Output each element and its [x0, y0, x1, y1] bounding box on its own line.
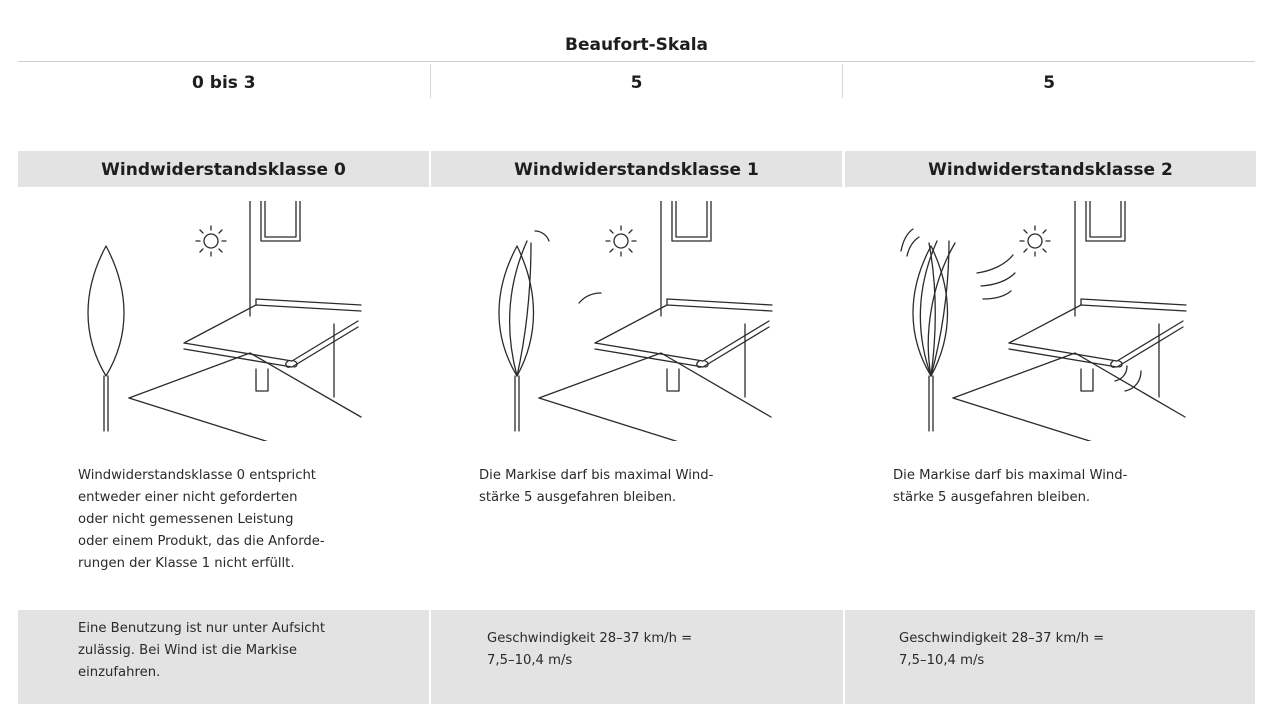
awning-icon	[1008, 298, 1187, 392]
speed-note-class-2: Geschwindigkeit 28–37 km/h = 7,5–10,4 m/…	[845, 610, 1255, 704]
awning-tree-strong-wind-illustration	[900, 201, 1187, 441]
wind-class-header: Windwiderstandsklasse 0	[18, 151, 429, 187]
wind-class-column-1: Windwiderstandsklasse 1	[431, 151, 842, 623]
beaufort-scale-title: Beaufort-Skala	[18, 28, 1255, 62]
beaufort-value-class-1: 5	[429, 64, 843, 98]
wind-class-description: Die Markise darf bis maximal Wind- stärk…	[479, 468, 714, 505]
wall-and-floor	[128, 201, 362, 441]
usage-note-class-0: Eine Benutzung ist nur unter Aufsicht zu…	[18, 610, 429, 704]
window-icon	[1085, 201, 1126, 242]
wind-gust-icon	[534, 230, 602, 304]
wall-and-floor	[952, 201, 1186, 441]
tree-swaying-strong-icon	[912, 240, 956, 432]
sun-icon	[1019, 225, 1051, 257]
speed-note-class-1: Geschwindigkeit 28–37 km/h = 7,5–10,4 m/…	[431, 610, 843, 704]
wind-gust-icon	[900, 228, 1142, 392]
wind-class-description: Die Markise darf bis maximal Wind- stärk…	[893, 468, 1128, 505]
wind-class-header: Windwiderstandsklasse 2	[845, 151, 1256, 187]
awning-icon	[183, 298, 362, 392]
sun-icon	[195, 225, 227, 257]
tree-icon	[87, 245, 125, 432]
wind-class-header: Windwiderstandsklasse 1	[431, 151, 842, 187]
wall-and-floor	[538, 201, 772, 441]
wind-class-column-2: Windwiderstandsklasse 2	[845, 151, 1256, 623]
awning-icon	[594, 298, 773, 392]
beaufort-value-class-2: 5	[842, 64, 1255, 98]
window-icon	[260, 201, 301, 242]
wind-class-column-0: Windwiderstandsklasse 0	[18, 151, 429, 623]
wind-class-description: Windwiderstandsklasse 0 entspricht entwe…	[78, 468, 325, 571]
tree-swaying-icon	[498, 240, 535, 432]
awning-tree-calm-illustration	[87, 201, 362, 441]
window-icon	[671, 201, 712, 242]
sun-icon	[605, 225, 637, 257]
beaufort-scale-values: 0 bis 3 5 5	[18, 64, 1255, 98]
awning-tree-light-wind-illustration	[498, 201, 773, 441]
beaufort-value-class-0: 0 bis 3	[192, 73, 256, 93]
